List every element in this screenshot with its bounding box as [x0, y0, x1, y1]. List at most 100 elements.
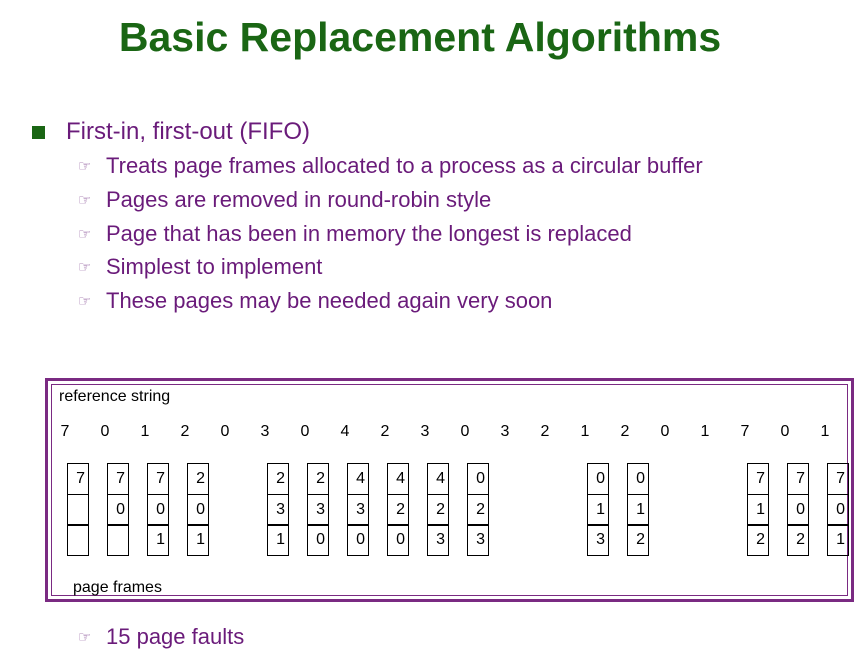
- reference-item: 7: [740, 423, 750, 440]
- sub-bullet: ☞ Pages are removed in round-robin style: [78, 187, 491, 213]
- frame-cell: 7: [67, 463, 89, 495]
- frame-cell: 0: [147, 493, 169, 526]
- frame-cell: 2: [467, 493, 489, 526]
- frame-cell: 7: [147, 463, 169, 495]
- pointing-hand-icon: ☞: [78, 293, 92, 310]
- frame-cell: 2: [627, 524, 649, 556]
- frame-cell: [107, 524, 129, 556]
- frame-cell: 2: [747, 524, 769, 556]
- frame-cell: 1: [147, 524, 169, 556]
- frame-cell: 0: [347, 524, 369, 556]
- frame-cell: 0: [587, 463, 609, 495]
- sub-bullet-label: Treats page frames allocated to a proces…: [106, 153, 703, 178]
- reference-item: 0: [100, 423, 110, 440]
- sub-bullet: ☞ These pages may be needed again very so…: [78, 288, 552, 314]
- reference-string-label: reference string: [59, 388, 171, 405]
- frame-cell: 2: [307, 463, 329, 495]
- reference-item: 1: [820, 423, 830, 440]
- pointing-hand-icon: ☞: [78, 158, 92, 175]
- frame-cell: 3: [307, 493, 329, 526]
- frame-cell: 1: [587, 493, 609, 526]
- reference-item: 0: [300, 423, 310, 440]
- sub-bullet-label: These pages may be needed again very soo…: [106, 288, 553, 313]
- reference-item: 0: [460, 423, 470, 440]
- frame-cell: 7: [747, 463, 769, 495]
- page-title: Basic Replacement Algorithms: [118, 14, 722, 60]
- frame-cell: 0: [387, 524, 409, 556]
- main-bullet-label: First-in, first-out (FIFO): [66, 118, 310, 145]
- pointing-hand-icon: ☞: [78, 192, 92, 209]
- reference-item: 0: [220, 423, 230, 440]
- reference-item: 1: [140, 423, 150, 440]
- reference-item: 1: [580, 423, 590, 440]
- sub-bullet: ☞ Treats page frames allocated to a proce…: [78, 153, 703, 179]
- frame-cell: 3: [267, 493, 289, 526]
- frame-column: 7: [67, 463, 89, 556]
- frame-cell: 4: [347, 463, 369, 495]
- frame-cell: 4: [387, 463, 409, 495]
- reference-item: 0: [780, 423, 790, 440]
- reference-item: 2: [540, 423, 550, 440]
- sub-bullet: ☞Page that has been in memory the longes…: [78, 221, 632, 247]
- frame-cell: 0: [107, 493, 129, 526]
- frame-cell: 7: [787, 463, 809, 495]
- frame-cell: 3: [467, 524, 489, 556]
- frame-cell: 2: [787, 524, 809, 556]
- reference-item: 4: [340, 423, 350, 440]
- reference-item: 3: [420, 423, 430, 440]
- frame-cell: 2: [427, 493, 449, 526]
- frame-cell: 7: [827, 463, 849, 495]
- reference-item: 2: [380, 423, 390, 440]
- frame-cell: 0: [827, 493, 849, 526]
- frame-cell: [67, 524, 89, 556]
- sub-bullet: ☞ Simplest to implement: [78, 254, 322, 280]
- frame-cell: 1: [267, 524, 289, 556]
- reference-item: 2: [180, 423, 190, 440]
- frame-cell: 0: [787, 493, 809, 526]
- page-frames-label: page frames: [73, 579, 162, 596]
- page-faults-result: ☞ 15 page faults: [78, 624, 244, 650]
- frame-cell: 0: [467, 463, 489, 495]
- pointing-hand-icon: ☞: [78, 259, 92, 276]
- frame-cell: 0: [307, 524, 329, 556]
- reference-item: 0: [660, 423, 670, 440]
- diagram-inner-border: [51, 384, 848, 596]
- frame-cell: 0: [187, 493, 209, 526]
- page-faults-label: 15 page faults: [106, 624, 245, 649]
- reference-item: 7: [60, 423, 70, 440]
- frame-cell: 3: [347, 493, 369, 526]
- reference-item: 3: [500, 423, 510, 440]
- reference-item: 3: [260, 423, 270, 440]
- frame-cell: 1: [747, 493, 769, 526]
- frame-cell: 3: [427, 524, 449, 556]
- sub-bullet-label: Simplest to implement: [106, 254, 323, 279]
- frame-cell: 2: [187, 463, 209, 495]
- sub-bullet-label: Page that has been in memory the longest…: [106, 221, 632, 246]
- frame-cell: 2: [387, 493, 409, 526]
- reference-item: 1: [700, 423, 710, 440]
- pointing-hand-icon: ☞: [78, 629, 92, 646]
- frame-cell: 4: [427, 463, 449, 495]
- frame-cell: 1: [187, 524, 209, 556]
- reference-item: 2: [620, 423, 630, 440]
- sub-bullet-label: Pages are removed in round-robin style: [106, 187, 492, 212]
- frame-cell: 7: [107, 463, 129, 495]
- frame-cell: 1: [627, 493, 649, 526]
- frame-cell: 0: [627, 463, 649, 495]
- frame-cell: 3: [587, 524, 609, 556]
